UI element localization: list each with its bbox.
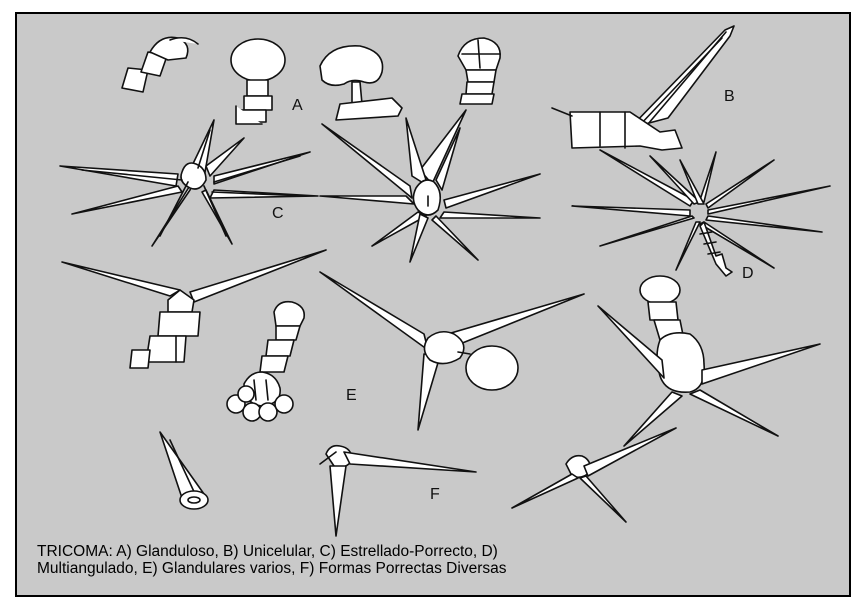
- trichome-e2-glandular: [227, 302, 304, 421]
- label-e: E: [346, 387, 357, 404]
- trichome-d-multiangular: [572, 150, 830, 276]
- trichome-f2-porrect: [320, 446, 476, 536]
- label-d: D: [742, 265, 754, 282]
- trichome-a2-glandular: [231, 39, 285, 124]
- trichome-e3-glandular: [320, 272, 584, 430]
- trichome-a1-glandular: [122, 37, 198, 92]
- trichome-f1-porrect: [160, 432, 208, 509]
- trichome-a4-glandular: [458, 38, 500, 104]
- caption-line-2: Multiangulado, E) Glandulares varios, F)…: [37, 560, 506, 577]
- caption-line-1: TRICOMA: A) Glanduloso, B) Unicelular, C…: [37, 543, 498, 560]
- trichome-c1-stellate: [60, 120, 318, 246]
- trichome-c2-stellate: [320, 110, 540, 262]
- label-c: C: [272, 205, 284, 222]
- trichome-b-unicellular: [552, 26, 734, 150]
- figure-caption: TRICOMA: A) Glanduloso, B) Unicelular, C…: [37, 543, 852, 577]
- label-a: A: [292, 97, 303, 114]
- label-f: F: [430, 486, 440, 503]
- trichome-e4-glandular: [598, 276, 820, 446]
- trichome-f3-porrect: [512, 428, 676, 522]
- trichome-a3-glandular: [320, 46, 402, 120]
- label-b: B: [724, 88, 735, 105]
